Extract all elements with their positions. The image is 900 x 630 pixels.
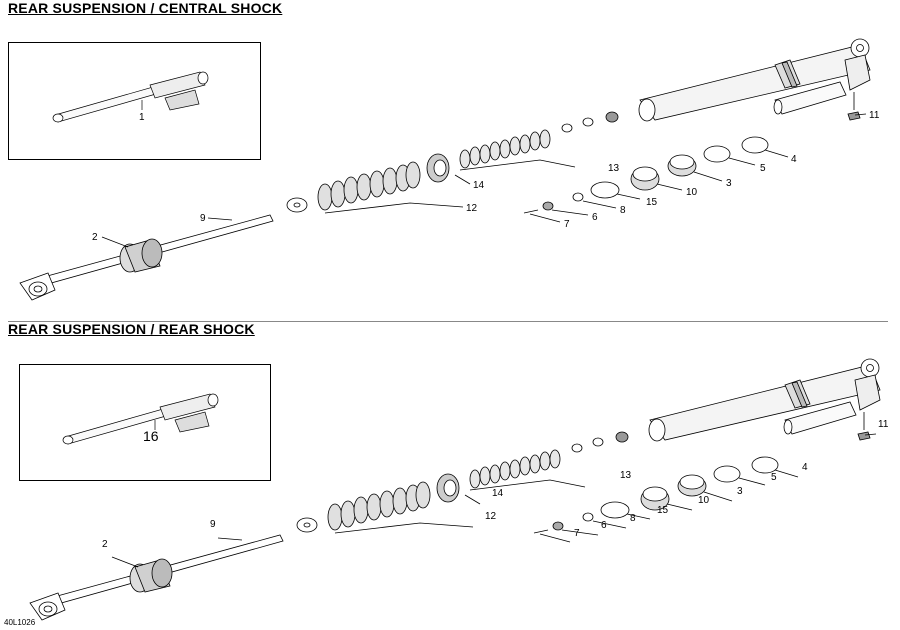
callout-top-13: 13 xyxy=(608,163,620,174)
callout-top-12: 12 xyxy=(466,203,478,214)
section-divider xyxy=(8,321,888,322)
callout-top-6: 6 xyxy=(592,212,598,223)
callout-bottom-11: 11 xyxy=(878,419,889,430)
callout-bottom-8: 8 xyxy=(630,513,636,524)
callout-bottom-6: 6 xyxy=(601,520,607,531)
inset-box-central xyxy=(8,42,261,160)
callout-bottom-15: 15 xyxy=(657,505,669,516)
callout-top-15: 15 xyxy=(646,197,658,208)
callout-bottom-13: 13 xyxy=(620,470,632,481)
callout-top-7: 7 xyxy=(564,219,570,230)
callout-top-2: 2 xyxy=(92,232,98,243)
callout-bottom-7: 7 xyxy=(574,528,580,539)
callout-top-9: 9 xyxy=(200,213,206,224)
central-shock-exploded xyxy=(19,38,871,301)
section-title-central: REAR SUSPENSION / CENTRAL SHOCK xyxy=(8,0,283,16)
callout-bottom-4: 4 xyxy=(802,462,808,473)
reference-code: 40L1026 xyxy=(4,618,36,627)
callout-bottom-10: 10 xyxy=(698,495,710,506)
rear-shock-exploded xyxy=(29,358,881,621)
callout-top-8: 8 xyxy=(620,205,626,216)
callout-top-14: 14 xyxy=(473,180,485,191)
callout-bottom-14: 14 xyxy=(492,488,504,499)
callout-top-10: 10 xyxy=(686,187,698,198)
callout-top-3: 3 xyxy=(726,178,732,189)
callout-top-11: 11 xyxy=(869,110,880,121)
callout-bottom-2: 2 xyxy=(102,539,108,550)
section-title-rear: REAR SUSPENSION / REAR SHOCK xyxy=(8,321,255,337)
callout-top-5: 5 xyxy=(760,163,766,174)
callout-bottom-12: 12 xyxy=(485,511,497,522)
callout-bottom-9: 9 xyxy=(210,519,216,530)
callout-bottom-5: 5 xyxy=(771,472,777,483)
central-shock-inset-drawing xyxy=(52,71,209,123)
inset-label-rear: 16 xyxy=(143,428,159,444)
rear-shock-inset-drawing xyxy=(62,393,219,445)
callout-top-4: 4 xyxy=(791,154,797,165)
callout-bottom-3: 3 xyxy=(737,486,743,497)
inset-box-rear xyxy=(19,364,271,481)
inset-label-central: 1 xyxy=(139,112,145,123)
